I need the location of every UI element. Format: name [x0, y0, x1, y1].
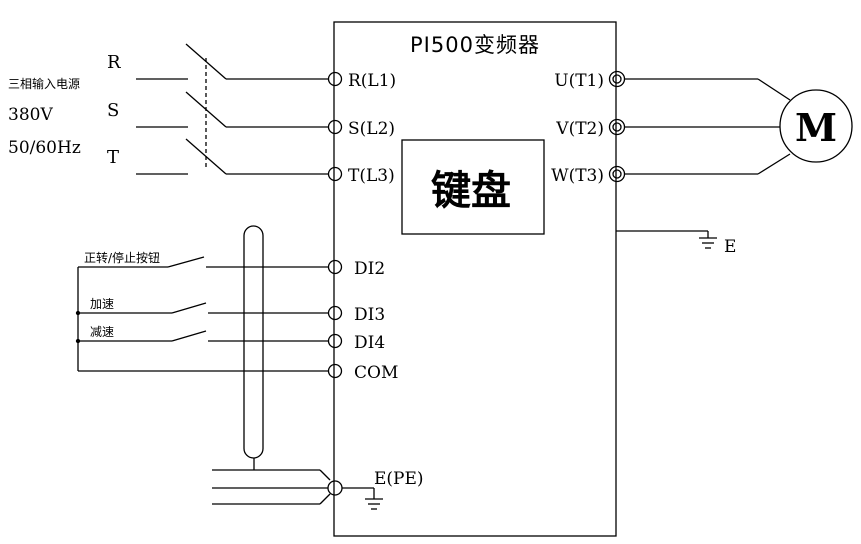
output-terminal-label: W(T3)	[551, 166, 604, 186]
control-terminal-label: DI4	[354, 333, 385, 353]
shielded-cable	[243, 225, 264, 459]
control-terminal-label: DI2	[354, 259, 385, 279]
supply-voltage: 380V	[8, 105, 53, 125]
terminal-s	[327, 119, 343, 135]
terminal-di3	[327, 305, 343, 321]
input-terminal-label: S(L2)	[348, 119, 395, 139]
motor-icon	[779, 89, 853, 163]
motor-wiring	[625, 78, 791, 175]
terminal-di2	[327, 259, 343, 275]
output-terminal-label: U(T1)	[554, 71, 604, 91]
pe-label: E(PE)	[374, 469, 424, 489]
terminal-t	[327, 166, 343, 182]
supply-wiring	[136, 43, 328, 175]
phase-r: R	[107, 52, 121, 73]
input-terminal-label: R(L1)	[348, 71, 396, 91]
terminal-r	[327, 71, 343, 87]
inverter-box	[333, 21, 617, 537]
keypad-label: 键盘	[431, 168, 511, 214]
inverter-title: PI500变频器	[410, 33, 540, 57]
output-terminal-label: V(T2)	[555, 119, 604, 139]
control-terminal-label: COM	[354, 363, 398, 383]
phase-s: S	[107, 100, 119, 121]
supply-label: 三相输入电源	[8, 76, 80, 91]
terminal-com	[327, 363, 343, 379]
pe-ground-icon	[365, 488, 383, 510]
output-ground-icon	[616, 230, 717, 249]
control-terminal-label: DI3	[354, 305, 385, 325]
supply-frequency: 50/60Hz	[8, 138, 81, 158]
switch-label-decelerate: 减速	[90, 325, 114, 339]
keypad-box	[401, 139, 545, 235]
control-wiring	[77, 256, 374, 505]
input-terminal-label: T(L3)	[348, 166, 395, 186]
terminal-pe	[327, 480, 343, 496]
switch-label-forward-stop: 正转/停止按钮	[84, 250, 160, 265]
terminal-di4	[327, 333, 343, 349]
output-terminals	[608, 70, 626, 183]
switch-label-accelerate: 加速	[90, 297, 114, 311]
output-ground-label: E	[724, 237, 736, 257]
phase-t: T	[107, 147, 119, 168]
motor-label: M	[795, 105, 837, 150]
